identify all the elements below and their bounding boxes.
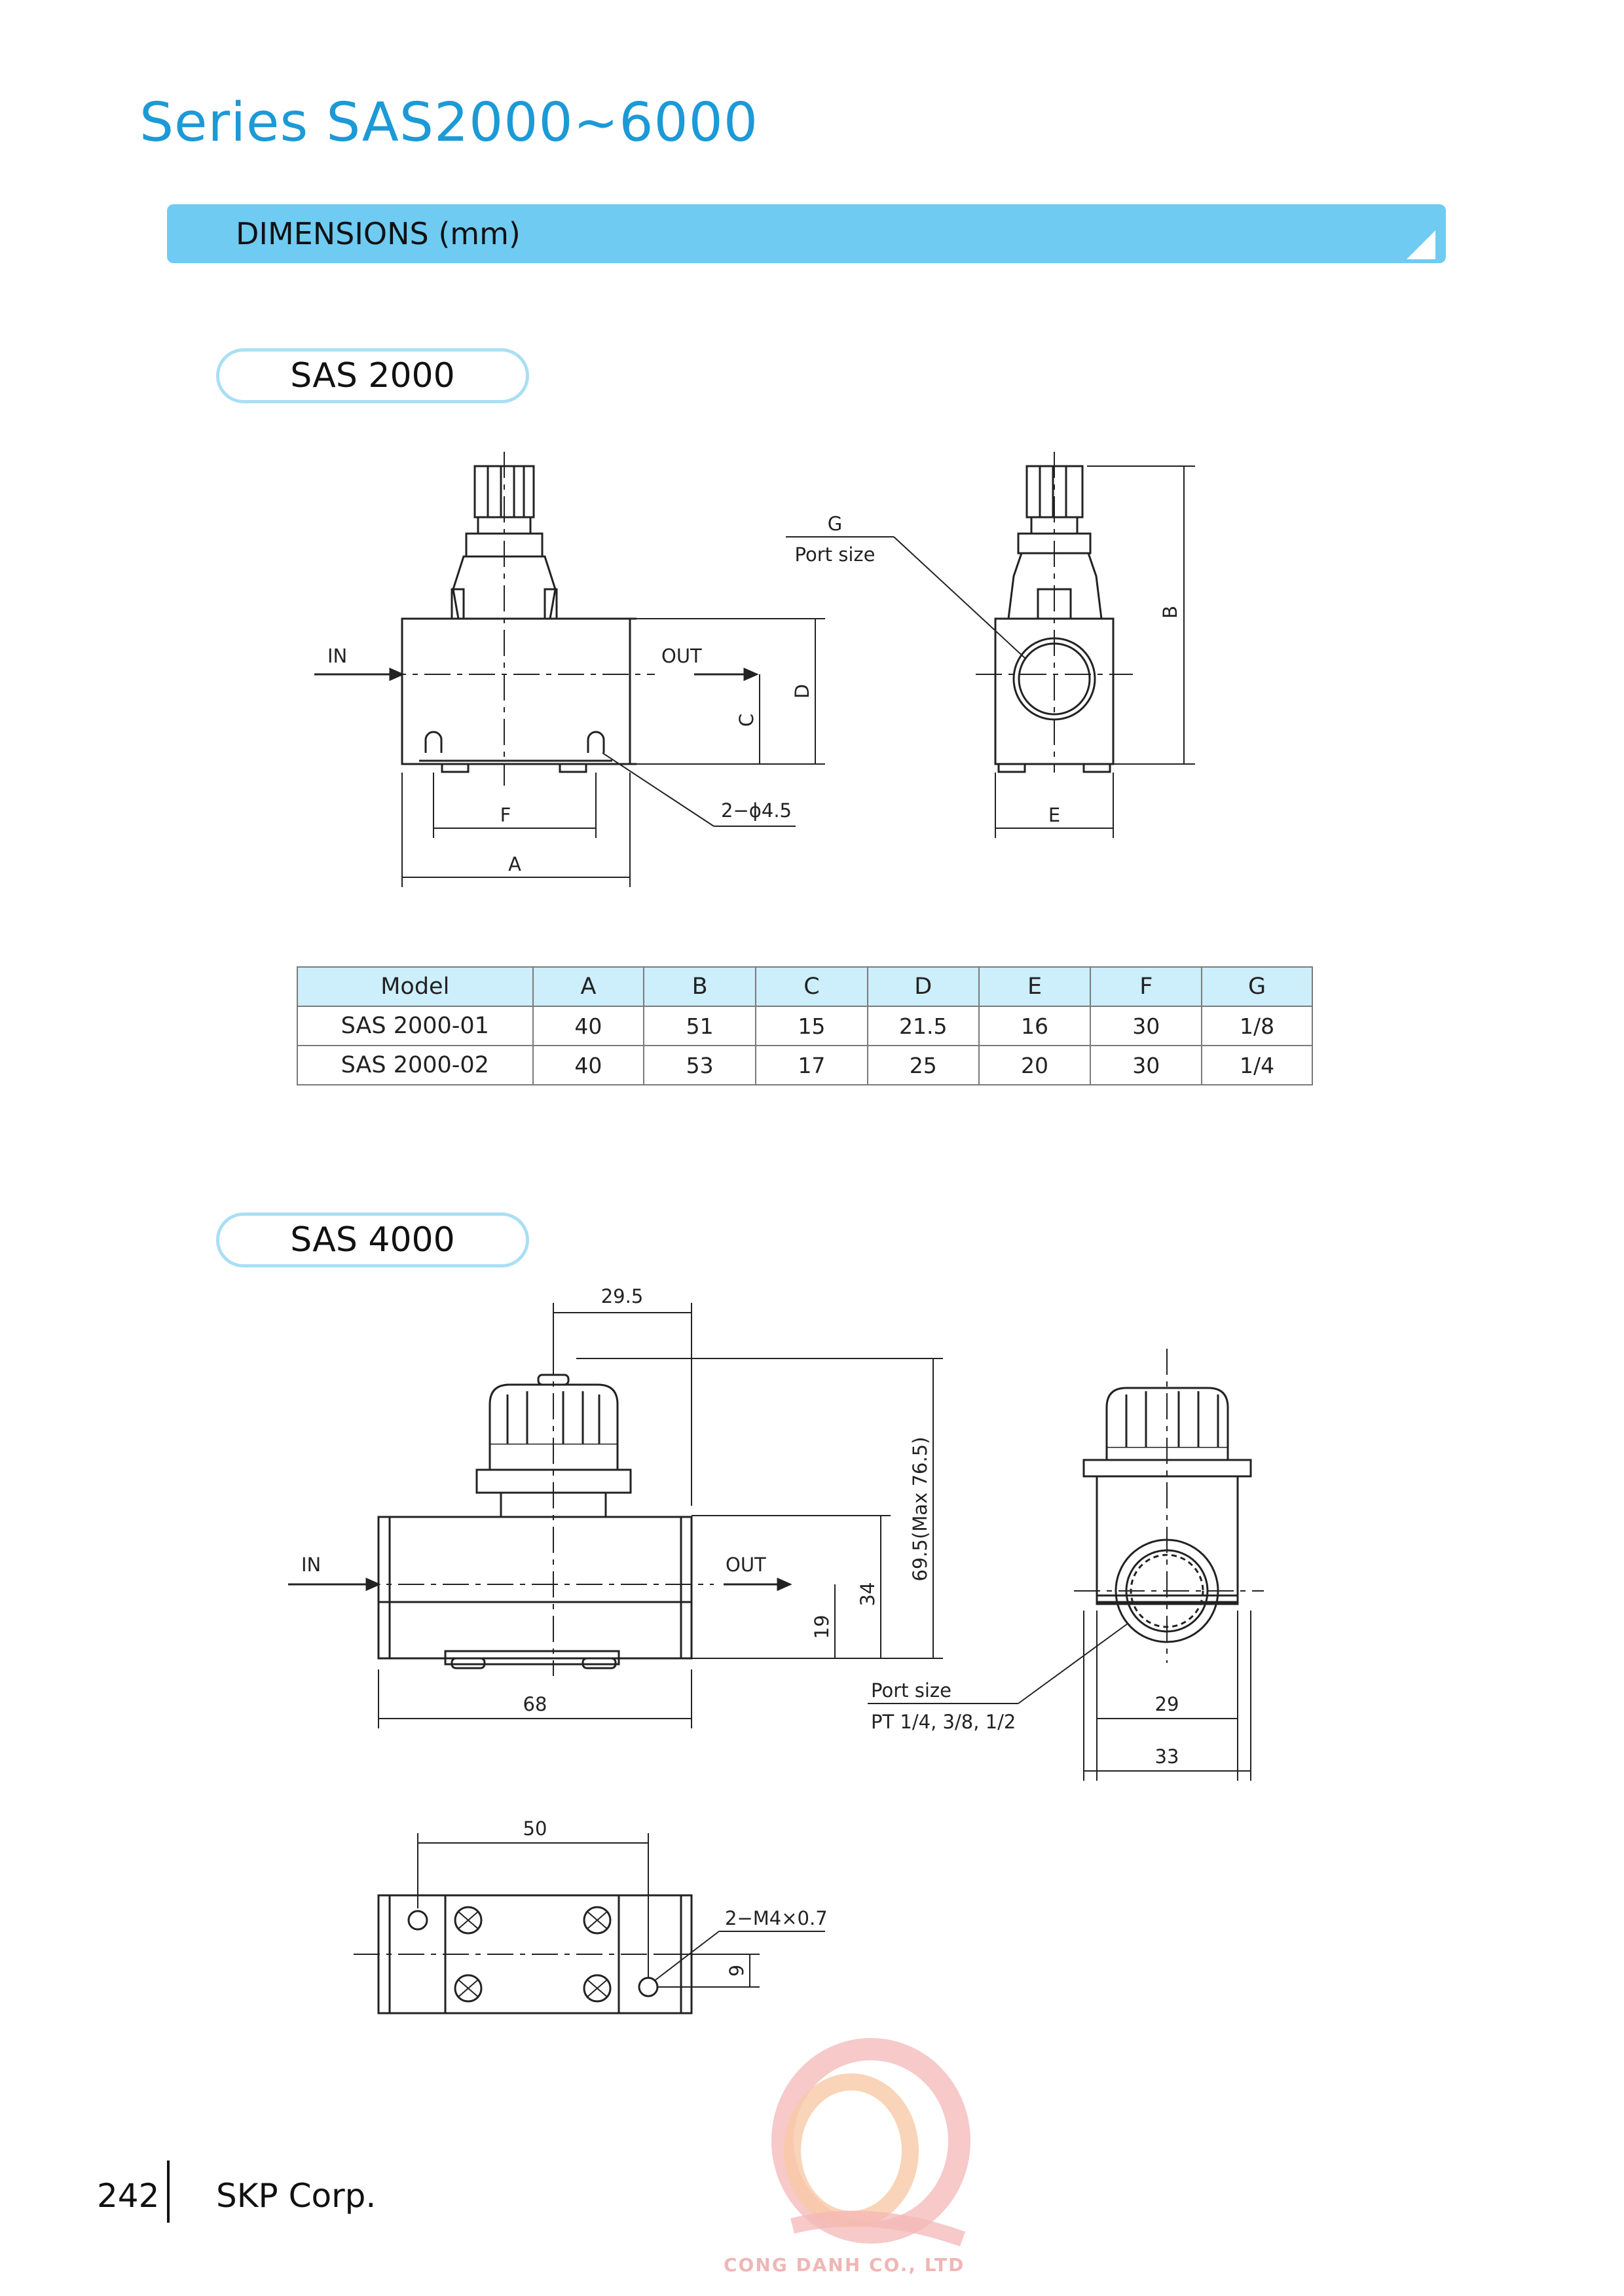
- table-cell: 53: [643, 1045, 757, 1085]
- watermark-logo-icon: [771, 2038, 970, 2247]
- sas4000-out-label: OUT: [726, 1554, 766, 1576]
- sas4000-dim-69-5: 69.5(Max 76.5): [909, 1437, 931, 1582]
- table-cell: 21.5: [866, 1006, 980, 1046]
- table-header-cell: B: [643, 966, 757, 1007]
- sas2000-front-view: [401, 465, 637, 773]
- table-cell: SAS 2000-02: [297, 1045, 534, 1085]
- table-cell: 25: [866, 1045, 980, 1085]
- table-cell: 51: [643, 1006, 757, 1046]
- sas2000-drawing: IN OUT F A 2−ϕ4.5 G Port size E C D B: [314, 452, 1195, 887]
- sas4000-dim-9: 9: [726, 1965, 748, 1977]
- table-header-cell: D: [866, 966, 980, 1007]
- table-header-cell: G: [1201, 966, 1313, 1007]
- table-cell: 1/8: [1201, 1006, 1313, 1046]
- page-title: Series SAS2000~6000: [139, 92, 759, 154]
- table-cell: 30: [1090, 1045, 1203, 1085]
- sas4000-dim-34: 34: [857, 1582, 879, 1607]
- table-cell: 17: [755, 1045, 868, 1085]
- sas2000-dim-b: B: [1159, 606, 1181, 619]
- sas4000-dim-29: 29: [1155, 1693, 1179, 1715]
- table-header-cell: Model: [297, 966, 534, 1007]
- sas2000-dim-e: E: [1048, 804, 1060, 826]
- sas2000-dim-c: C: [735, 714, 758, 727]
- table-cell: SAS 2000-01: [297, 1006, 534, 1046]
- sas4000-drawing: IN OUT 29.5 69.5(Max 76.5) 34 19 68 Port…: [288, 1285, 1264, 2014]
- table-header-cell: C: [755, 966, 868, 1007]
- sas4000-in-label: IN: [301, 1554, 321, 1576]
- sas2000-dim-d: D: [791, 684, 813, 699]
- section-title: DIMENSIONS (mm): [236, 216, 521, 251]
- section-banner: DIMENSIONS (mm): [167, 204, 1446, 263]
- sas4000-dim-29-5: 29.5: [601, 1285, 644, 1307]
- sas4000-dim-50: 50: [523, 1817, 547, 1840]
- table-cell: 30: [1090, 1006, 1203, 1046]
- table-cell: 1/4: [1201, 1045, 1313, 1085]
- table-header-cell: F: [1090, 966, 1203, 1007]
- company-name: SKP Corp.: [216, 2177, 377, 2215]
- footer-divider: [167, 2160, 170, 2223]
- table-row: SAS 2000-01 40 51 15 21.5 16 30 1/8: [297, 1006, 1313, 1046]
- sas4000-front-view: [377, 1374, 693, 1669]
- sas2000-label: SAS 2000: [216, 348, 529, 403]
- sas2000-out-label: OUT: [661, 645, 702, 667]
- table-cell: 16: [978, 1006, 1092, 1046]
- sas2000-dim-g: G: [828, 513, 842, 535]
- corner-mark-icon: [1407, 230, 1435, 259]
- sas2000-in-label: IN: [327, 645, 347, 667]
- table-header-cell: A: [532, 966, 645, 1007]
- sas4000-dim-68: 68: [523, 1693, 547, 1715]
- sas2000-dim-a: A: [508, 853, 521, 875]
- table-cell: 40: [532, 1006, 645, 1046]
- sas4000-dim-33: 33: [1155, 1745, 1179, 1768]
- sas4000-port-spec-label: PT 1/4, 3/8, 1/2: [871, 1711, 1016, 1733]
- table-cell: 40: [532, 1045, 645, 1085]
- table-header-row: Model A B C D E F G: [297, 966, 1313, 1007]
- page-number: 242: [97, 2177, 160, 2215]
- watermark-text: CONG DANH CO., LTD: [724, 2254, 965, 2276]
- sas4000-label: SAS 4000: [216, 1212, 529, 1267]
- sas2000-holes-label: 2−ϕ4.5: [721, 799, 792, 822]
- sas4000-dim-19: 19: [811, 1615, 833, 1639]
- table-row: SAS 2000-02 40 53 17 25 20 30 1/4: [297, 1045, 1313, 1085]
- sas4000-port-size-label: Port size: [871, 1679, 951, 1702]
- table-cell: 15: [755, 1006, 868, 1046]
- spec-table: Model A B C D E F G SAS 2000-01 40 51 15…: [297, 966, 1313, 1085]
- sas4000-holes-label: 2−M4×0.7: [725, 1907, 828, 1929]
- sas2000-dim-f: F: [500, 804, 511, 826]
- table-header-cell: E: [978, 966, 1092, 1007]
- sas2000-port-size-label: Port size: [795, 543, 876, 566]
- table-cell: 20: [978, 1045, 1092, 1085]
